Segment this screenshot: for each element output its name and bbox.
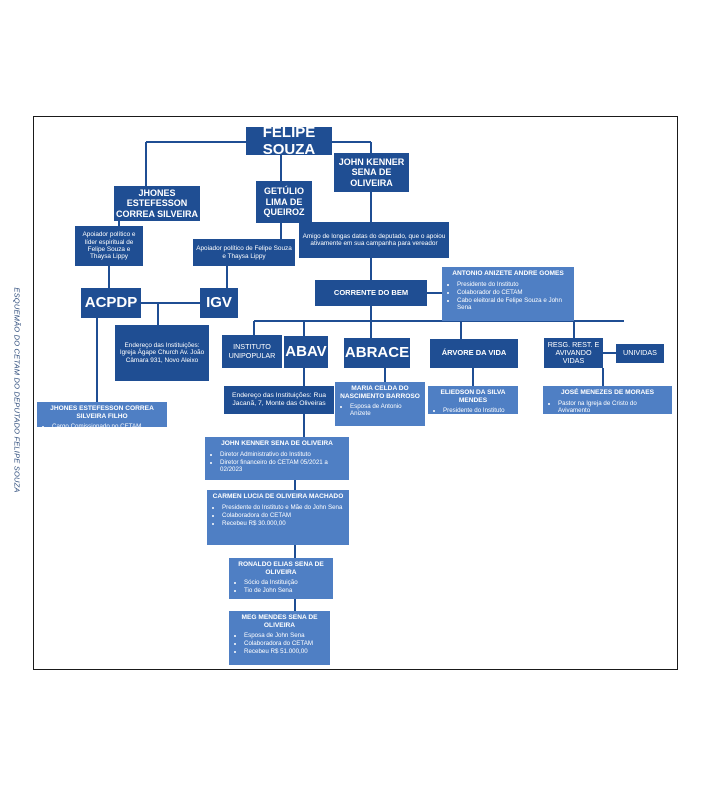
node-igv-address: Endereço das Instituições: Igreja Ágape … — [115, 325, 209, 381]
john-detail-item: Diretor Administrativo do Instituto — [220, 451, 344, 458]
node-arvore-da-vida: ÁRVORE DA VIDA — [430, 339, 518, 368]
john-detail-item: Diretor financeiro do CETAM 05/2021 a 02… — [220, 459, 344, 473]
carmen-item: Presidente do Instituto e Mãe do John Se… — [222, 504, 344, 511]
node-abrace: ABRACE — [344, 338, 410, 368]
node-jhones-filho: JHONES ESTEFESSON CORREA SILVEIRA FILHO … — [37, 402, 167, 430]
eliedson-item: Presidente do Instituto — [443, 407, 513, 414]
node-corrente-do-bem: CORRENTE DO BEM — [315, 280, 427, 306]
ronaldo-item: Tio de John Sena — [244, 587, 328, 594]
node-carmen: CARMEN LUCIA DE OLIVEIRA MACHADO Preside… — [207, 490, 349, 545]
meg-item: Esposa de John Sena — [244, 632, 325, 639]
node-jhones: JHONES ESTEFESSON CORREA SILVEIRA — [114, 186, 200, 221]
node-meg: MEG MENDES SENA DE OLIVEIRA Esposa de Jo… — [229, 611, 330, 665]
node-jose: JOSÉ MENEZES DE MORAES Pastor na Igreja … — [543, 386, 672, 414]
node-unividas: UNIVIDAS — [616, 344, 664, 363]
diagram-frame: FELIPE SOUZA JHONES ESTEFESSON CORREA SI… — [33, 116, 678, 670]
jose-item: Pastor na Igreja de Cristo do Avivamento — [558, 400, 667, 414]
carmen-name: CARMEN LUCIA DE OLIVEIRA MACHADO — [212, 493, 344, 500]
node-abav: ABAV — [284, 336, 328, 368]
node-igv: IGV — [200, 288, 238, 318]
carmen-item: Recebeu R$ 30.000,00 — [222, 520, 344, 527]
node-ronaldo: RONALDO ELIAS SENA DE OLIVEIRA Sócio da … — [229, 558, 333, 599]
node-getulio: GETÚLIO LIMA DE QUEIROZ — [256, 181, 312, 223]
node-getulio-description: Apoiador político de Felipe Souza e Thay… — [193, 239, 295, 266]
node-resg-rest: RESG. REST. E AVIVANDO VIDAS — [544, 338, 603, 368]
node-jhones-description: Apoiador político e líder espiritual de … — [75, 226, 143, 266]
meg-name: MEG MENDES SENA DE OLIVEIRA — [241, 614, 318, 629]
maria-name: MARIA CELDA DO NASCIMENTO BARROSO — [340, 385, 420, 400]
connector-lines — [96, 141, 624, 611]
node-maria: MARIA CELDA DO NASCIMENTO BARROSO Esposa… — [335, 382, 425, 426]
antonio-item: Cabo eleitoral de Felipe Souza e John Se… — [457, 297, 569, 311]
meg-item: Recebeu R$ 51.000,00 — [244, 648, 325, 655]
side-title: ESQUEMÃO DO CETAM DO DEPUTADO FELIPE SOU… — [12, 287, 22, 493]
jose-name: JOSÉ MENEZES DE MORAES — [560, 389, 655, 396]
node-eliedson: ELIEDSON DA SILVA MENDES Presidente do I… — [428, 386, 518, 414]
node-john-description: Amigo de longas datas do deputado, que o… — [299, 222, 449, 258]
node-acpdp: ACPDP — [81, 288, 141, 318]
antonio-item: Colaborador do CETAM — [457, 289, 569, 296]
carmen-item: Colaboradora do CETAM — [222, 512, 344, 519]
jhones-filho-name: JHONES ESTEFESSON CORREA SILVEIRA FILHO — [50, 405, 154, 420]
node-antonio: ANTONIO ANIZETE ANDRE GOMES Presidente d… — [442, 267, 574, 321]
ronaldo-name: RONALDO ELIAS SENA DE OLIVEIRA — [238, 561, 324, 576]
ronaldo-item: Sócio da Instituição — [244, 579, 328, 586]
meg-item: Colaboradora do CETAM — [244, 640, 325, 647]
jhones-filho-item: Cargo Comissionado no CETAM — [52, 423, 162, 430]
node-felipe-souza: FELIPE SOUZA — [246, 124, 332, 158]
antonio-item: Presidente do Instituto — [457, 281, 569, 288]
eliedson-name: ELIEDSON DA SILVA MENDES — [440, 389, 506, 404]
antonio-name: ANTONIO ANIZETE ANDRE GOMES — [452, 270, 564, 277]
node-abav-address: Endereço das Instituições: Rua Jacanã, 7… — [224, 386, 334, 414]
maria-item: Esposa de Antonio Anizete — [350, 403, 420, 417]
node-john-detail: JOHN KENNER SENA DE OLIVEIRA Diretor Adm… — [205, 437, 349, 480]
node-instituto-unipopular: INSTITUTO UNIPOPULAR — [222, 335, 282, 368]
node-john-top: JOHN KENNER SENA DE OLIVEIRA — [334, 153, 409, 192]
john-detail-name: JOHN KENNER SENA DE OLIVEIRA — [221, 440, 333, 447]
